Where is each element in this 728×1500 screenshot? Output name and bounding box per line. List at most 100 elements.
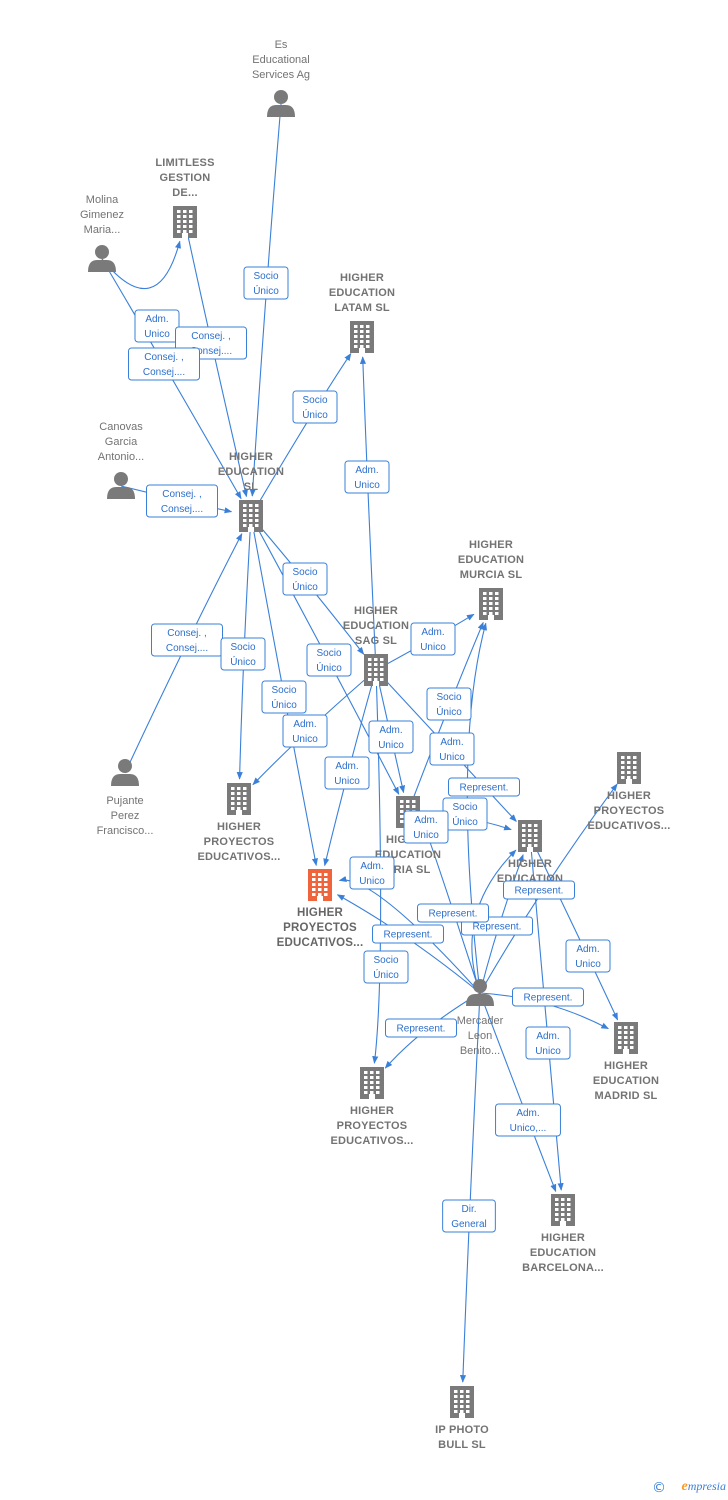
building-icon [551,1194,575,1226]
node-hpe-right[interactable]: HIGHERPROYECTOSEDUCATIVOS... [587,752,670,832]
node-label: ARIA SL [386,864,431,876]
edge-label-box[interactable]: Adm.Unico [282,714,328,748]
edge-label-background [344,460,390,494]
edge-label-background [372,924,444,944]
edge-label-box[interactable]: Adm.Unico [525,1026,571,1060]
edge-label-background [243,266,289,300]
building-icon [360,1067,384,1099]
edge-label-background [503,880,575,900]
node-pujante[interactable]: PujantePerezFrancisco... [97,759,154,837]
edge-label-text: Único [316,661,342,674]
edge-label-text: Adm. [421,627,444,638]
node-he-barcelona[interactable]: HIGHEREDUCATIONBARCELONA... [522,1194,604,1274]
edge-label-background [363,950,409,984]
node-label: EDUCATION [593,1075,659,1087]
edge-label-text: Unico [359,876,385,887]
node-canovas[interactable]: CanovasGarciaAntonio... [98,421,144,499]
brand-logo-text: mpresia [687,1479,726,1493]
edge-label-box[interactable]: Dir.General [442,1199,496,1233]
node-hpe-left[interactable]: HIGHERPROYECTOSEDUCATIVOS... [197,783,280,863]
edge-label-box[interactable]: Represent. [512,987,584,1007]
edge-label-box[interactable]: Adm.Unico [324,756,370,790]
node-hpe-main[interactable]: HIGHERPROYECTOSEDUCATIVOS... [277,869,364,949]
edge-label-text: Represent. [429,909,478,920]
edge-label-text: Único [452,815,478,828]
edge-label-background [565,939,611,973]
edge-label-box[interactable]: Adm.Unico [429,732,475,766]
edge-label-text: Adm. [335,761,358,772]
edge-label-text: Unico [413,830,439,841]
node-mercader[interactable]: MercaderLeonBenito... [457,979,504,1057]
edge-label-box[interactable]: Consej. ,Consej.... [128,347,200,381]
edge-label-background [512,987,584,1007]
node-label: HIGHER [469,539,513,551]
edge-label-text: Unico [575,959,601,970]
edge-label-box[interactable]: Adm. Unico [349,856,395,890]
brand-logo[interactable]: empresia [682,1479,726,1495]
edge-label-background [448,777,520,797]
node-label: SL [244,481,259,493]
edge-label-box[interactable]: Adm.Unico,... [495,1103,561,1137]
node-limitless[interactable]: LIMITLESSGESTIONDE... [155,157,214,238]
node-label: PROYECTOS [337,1120,408,1132]
edge-label-text: Socio [292,567,317,578]
node-molina[interactable]: MolinaGimenezMaria... [80,194,124,272]
edge-label-box[interactable]: Represent. [372,924,444,944]
node-label: Services Ag [252,69,310,81]
node-label: IP PHOTO [435,1424,489,1436]
edge-label-text: Adm. [360,861,383,872]
person-icon [466,979,494,1006]
edge-label-box[interactable]: Adm.Unico [565,939,611,973]
edge-label-box[interactable]: Represent. [385,1018,457,1038]
node-label: Perez [111,810,140,822]
edge-label-background [146,484,218,518]
node-label: EDUCATION [530,1247,596,1259]
edge-label-text: Consej. , [167,628,206,639]
node-label: HIGHER [354,605,398,617]
node-label: Molina [86,194,119,206]
edge-label-box[interactable]: Adm.Unico [368,720,414,754]
edge-label-box[interactable]: Represent. [417,903,489,923]
edge-label-text: Socio [253,271,278,282]
building-icon [364,654,388,686]
node-hpe-bottom[interactable]: HIGHERPROYECTOSEDUCATIVOS... [330,1067,413,1147]
edge-label-box[interactable]: Consej. ,Consej.... [146,484,218,518]
edge-label-box[interactable]: Represent. [503,880,575,900]
brand-logo-initial: e [681,1479,688,1494]
edge-label-box[interactable]: Adm.Unico [344,460,390,494]
node-label: EDUCATIVOS... [277,937,364,949]
edge-label-box[interactable]: Adm.Unico [403,810,449,844]
edge-label-text: Unico [292,734,318,745]
edge-label-box[interactable]: Consej. ,Consej.... [151,623,223,657]
node-label: Educational [252,54,310,66]
edge-label-text: Adm. [145,314,168,325]
node-label: EDUCATION [343,620,409,632]
edge-label-text: Socio [230,642,255,653]
edge-label-box[interactable]: Adm.Unico [410,622,456,656]
node-label: HIGHER [350,1105,394,1117]
edge-label-text: Unico [354,480,380,491]
edge-label-background [324,756,370,790]
edge-label-box[interactable]: Adm.Unico [134,309,180,343]
building-icon [479,588,503,620]
edge-label-text: Consej. , [144,352,183,363]
edge-label-box[interactable]: Represent. [448,777,520,797]
node-label: PROYECTOS [204,836,275,848]
